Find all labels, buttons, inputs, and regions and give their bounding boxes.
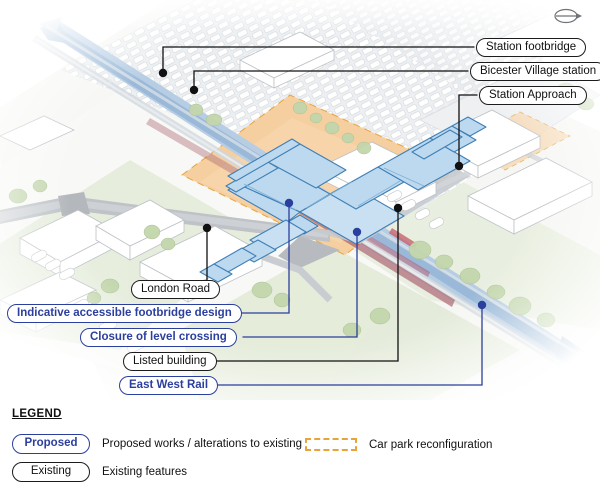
legend-item-existing: Existing Existing features [12, 462, 187, 482]
leader-east-west-rail [206, 304, 483, 386]
legend-title: LEGEND [12, 408, 62, 420]
leader-station-approach [458, 94, 478, 167]
leader-closure-level-crossing [242, 231, 358, 338]
leader-dot-east-west-rail [477, 300, 487, 310]
callout-listed-building[interactable]: Listed building [123, 352, 217, 371]
callout-indicative-accessible-footbridge-design[interactable]: Indicative accessible footbridge design [7, 304, 242, 323]
north-arrow-icon [554, 8, 582, 24]
leader-station-footbridge [162, 46, 475, 74]
leader-dot-station-footbridge [158, 68, 168, 78]
legend-label-car-park-reconfiguration: Car park reconfiguration [369, 438, 493, 451]
leader-bicester-village-station [193, 70, 469, 91]
leader-listed-building [212, 207, 399, 362]
legend-label-proposed: Proposed works / alterations to existing [102, 438, 303, 450]
callout-east-west-rail[interactable]: East West Rail [119, 376, 219, 395]
legend: LEGEND Proposed Proposed works / alterat… [0, 400, 600, 491]
legend-item-car-park-reconfiguration: Car park reconfiguration [305, 438, 492, 451]
car-park-reconfiguration-swatch [305, 438, 357, 451]
leader-dot-london-road [202, 223, 212, 233]
leader-dot-station-approach [454, 161, 464, 171]
legend-item-proposed: Proposed Proposed works / alterations to… [12, 434, 302, 454]
callout-station-approach[interactable]: Station Approach [479, 86, 587, 105]
leader-dot-listed-building [393, 203, 403, 213]
leader-dot-closure-level-crossing [352, 227, 362, 237]
leader-dot-bicester-village-station [189, 85, 199, 95]
callout-london-road[interactable]: London Road [131, 280, 221, 299]
legend-label-existing: Existing features [102, 466, 188, 478]
legend-chip-existing: Existing [12, 462, 90, 482]
callout-closure-of-level-crossing[interactable]: Closure of level crossing [80, 328, 237, 347]
callout-leader-lines [158, 46, 487, 386]
callout-station-footbridge[interactable]: Station footbridge [476, 38, 587, 57]
leader-dot-indicative-footbridge [284, 198, 294, 208]
legend-chip-proposed: Proposed [12, 434, 90, 454]
aerial-masterplan-map: Station footbridge Bicester Village stat… [0, 0, 600, 400]
callout-bicester-village-station[interactable]: Bicester Village station [470, 62, 600, 81]
